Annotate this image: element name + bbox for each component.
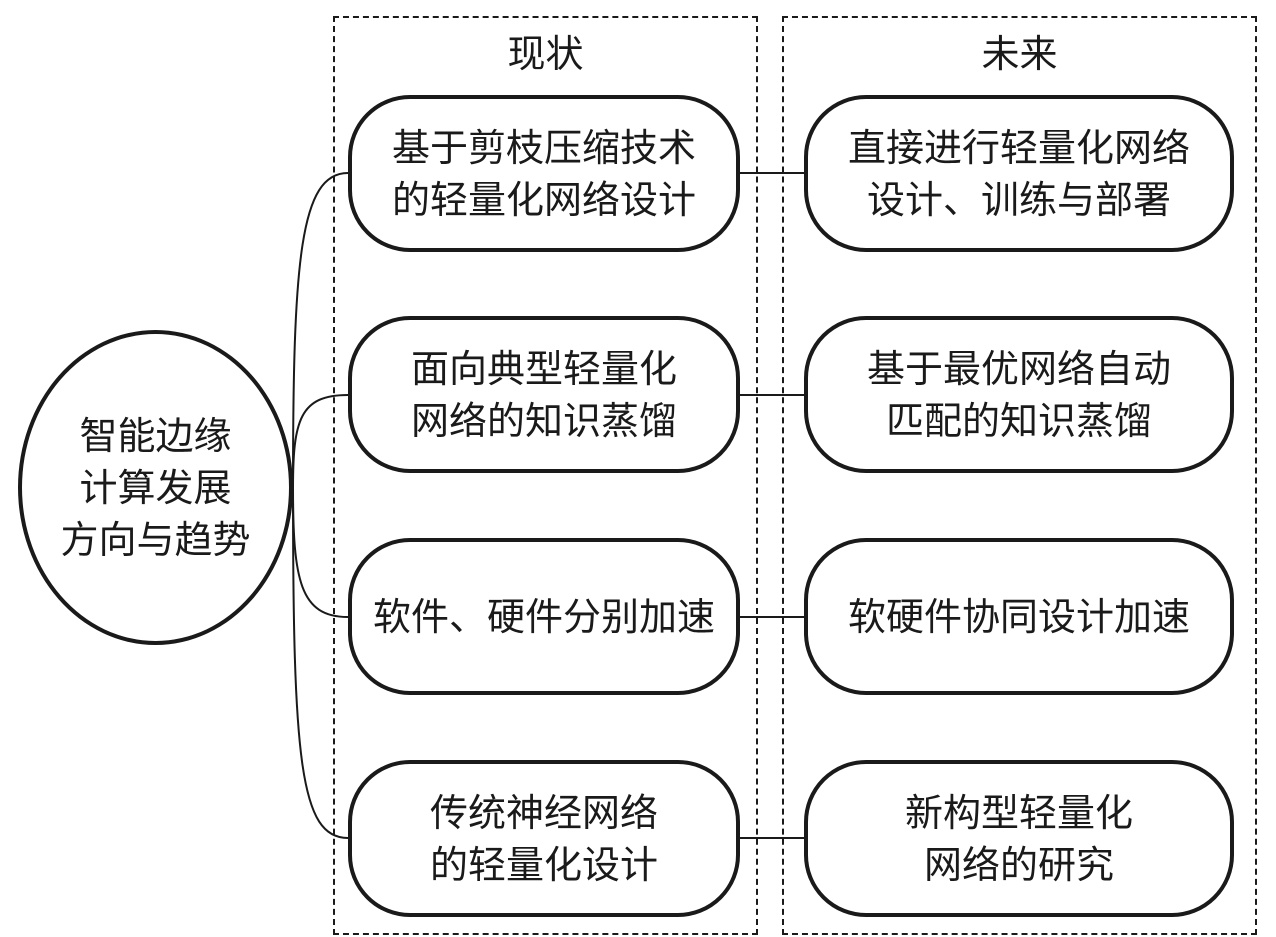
current-node-4: 传统神经网络 的轻量化设计 [348, 760, 740, 917]
future-node-4: 新构型轻量化 网络的研究 [804, 760, 1234, 917]
current-status-panel [333, 16, 758, 935]
future-node-label: 软硬件协同设计加速 [847, 594, 1190, 639]
branch-curve-1 [292, 172, 349, 489]
future-node-label: 新构型轻量化 网络的研究 [904, 790, 1133, 887]
current-node-label: 传统神经网络 的轻量化设计 [429, 790, 658, 887]
center-topic-label: 智能边缘 计算发展 方向与趋势 [60, 413, 251, 562]
current-node-label: 面向典型轻量化 网络的知识蒸馏 [410, 346, 677, 443]
current-column-heading: 现状 [507, 32, 584, 76]
future-node-label: 基于最优网络自动 匹配的知识蒸馏 [866, 346, 1171, 443]
current-node-2: 面向典型轻量化 网络的知识蒸馏 [348, 316, 740, 473]
current-node-1: 基于剪枝压缩技术 的轻量化网络设计 [348, 95, 740, 252]
future-node-3: 软硬件协同设计加速 [804, 538, 1234, 695]
current-node-3: 软件、硬件分别加速 [348, 538, 740, 695]
future-node-2: 基于最优网络自动 匹配的知识蒸馏 [804, 316, 1234, 473]
future-node-label: 直接进行轻量化网络 设计、训练与部署 [847, 125, 1190, 222]
future-node-1: 直接进行轻量化网络 设计、训练与部署 [804, 95, 1234, 252]
current-node-label: 软件、硬件分别加速 [372, 594, 715, 639]
branch-curve-4 [292, 487, 349, 839]
center-topic-node: 智能边缘 计算发展 方向与趋势 [18, 330, 293, 645]
current-node-label: 基于剪枝压缩技术 的轻量化网络设计 [391, 125, 696, 222]
future-trend-panel [782, 16, 1257, 935]
future-column-heading: 未来 [981, 32, 1058, 76]
